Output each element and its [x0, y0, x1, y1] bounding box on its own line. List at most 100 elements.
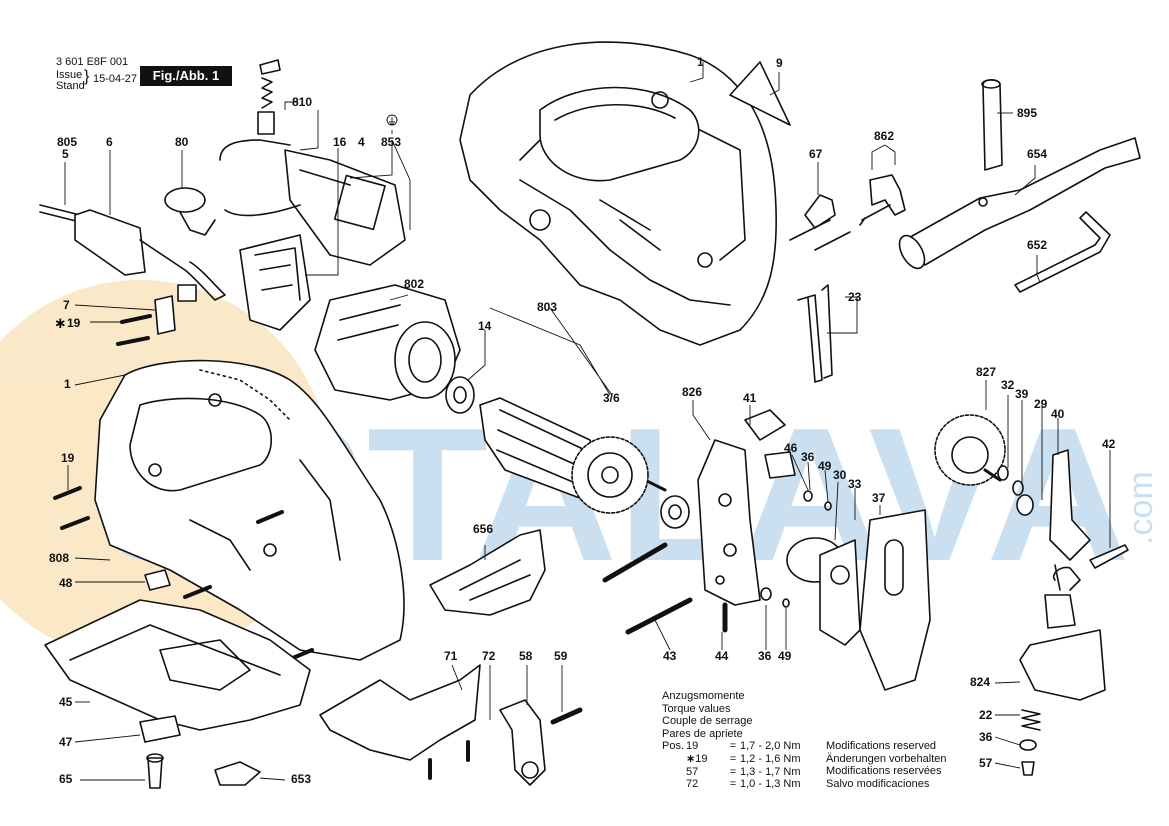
- part-label-65: 65: [59, 772, 73, 786]
- torque-pos: 19: [695, 752, 708, 765]
- allen-key: [1014, 211, 1111, 293]
- star-marker-icon: ∗: [54, 314, 67, 332]
- torque-pos-label: Pos.: [662, 740, 685, 753]
- part-label-895: 895: [1017, 106, 1037, 120]
- torque-title-es: Pares de apriete: [662, 727, 743, 740]
- lever-653: [214, 761, 261, 786]
- part-label-33: 33: [848, 477, 862, 491]
- part-label-5: 5: [62, 147, 69, 161]
- blade-guard-656: [429, 529, 546, 616]
- part-label-29: 29: [1034, 397, 1048, 411]
- part-label-6: 6: [106, 135, 113, 149]
- part-label-71: 71: [444, 649, 458, 663]
- part-label-22: 22: [979, 708, 993, 722]
- part-label-58: 58: [519, 649, 533, 663]
- figure-label: Fig./Abb. 1: [140, 66, 232, 86]
- doc-number: 3 601 E8F 001: [56, 56, 129, 68]
- part-label-14: 14: [478, 319, 492, 333]
- part-label-80: 80: [175, 135, 189, 149]
- bracket-71: [319, 664, 481, 761]
- pad-48: [144, 569, 171, 591]
- torque-value: 1,3 - 1,7 Nm: [740, 765, 801, 778]
- spring-wire: [797, 284, 833, 383]
- stand-label: Stand: [56, 80, 85, 92]
- star-marker-icon: ∗: [686, 752, 696, 765]
- washers: [997, 465, 1034, 516]
- guide-plate-37: [859, 509, 931, 691]
- watermark-suffix: .com: [1122, 471, 1160, 545]
- part-label-48: 48: [59, 576, 73, 590]
- part-label-67: 67: [809, 147, 823, 161]
- modifications-fr: Modifications reservées: [826, 765, 942, 778]
- issue-date: 15-04-27: [93, 73, 138, 85]
- torque-pos: 19: [686, 740, 699, 753]
- part-label-16: 16: [333, 135, 347, 149]
- part-label-72: 72: [482, 649, 496, 663]
- part-label-47: 47: [59, 735, 73, 749]
- part-label-810: 810: [292, 95, 312, 109]
- part-label-862: 862: [874, 129, 894, 143]
- part-label-803: 803: [537, 300, 557, 314]
- part-label-1-left: 1: [64, 377, 71, 391]
- part-label-30: 30: [833, 468, 847, 482]
- part-label-59: 59: [554, 649, 568, 663]
- part-label-853: 853: [381, 135, 401, 149]
- part-label-824: 824: [970, 675, 990, 689]
- part-label-43: 43: [663, 649, 677, 663]
- part-label-19b: 19: [61, 451, 75, 465]
- guide-bracket-46: [764, 451, 796, 479]
- part-label-46: 46: [784, 441, 798, 455]
- part-label-9: 9: [776, 56, 783, 70]
- part-label-802: 802: [404, 277, 424, 291]
- part-label-36b: 36: [758, 649, 772, 663]
- part-label-653: 653: [291, 772, 311, 786]
- part-label-826: 826: [682, 385, 702, 399]
- armature: [479, 397, 667, 501]
- part-label-40: 40: [1051, 407, 1065, 421]
- part-label-4: 4: [358, 135, 365, 149]
- modifications-note: Modifications reserved Änderungen vorbeh…: [826, 740, 946, 790]
- part-label-36c: 36: [979, 730, 993, 744]
- base-plate-45: [44, 599, 311, 731]
- screw-57: [1021, 761, 1035, 776]
- ball-bearing-14: [445, 376, 475, 414]
- torque-row: 57 = 1,3 - 1,7 Nm: [686, 765, 801, 778]
- dust-extraction-adapter: [898, 137, 1141, 270]
- small-washers: [760, 490, 832, 608]
- lifting-rod: [1049, 449, 1091, 591]
- cord-clamp: [116, 295, 176, 346]
- label-plate: [729, 61, 791, 126]
- part-label-57: 57: [979, 756, 993, 770]
- torque-title-de: Anzugsmomente: [662, 690, 745, 702]
- torque-row: ∗19 = 1,2 - 1,6 Nm: [686, 752, 801, 765]
- part-label-652: 652: [1027, 238, 1047, 252]
- torque-value: 1,0 - 1,3 Nm: [740, 778, 801, 791]
- switch-electronics: [219, 139, 406, 331]
- part-label-42: 42: [1102, 437, 1116, 451]
- brace-glyph: }: [84, 68, 90, 85]
- ground-symbol-icon: [386, 114, 398, 126]
- field-coil: [314, 284, 461, 401]
- modifications-de: Änderungen vorbehalten: [826, 752, 947, 765]
- pin-59: [550, 707, 583, 725]
- part-label-3-6: 3/6: [603, 391, 620, 405]
- part-label-827: 827: [976, 365, 996, 379]
- part-label-49b: 49: [778, 649, 792, 663]
- part-label-19a: 19: [67, 316, 81, 330]
- torque-title-en: Torque values: [662, 702, 731, 715]
- screw-65: [146, 753, 164, 789]
- eccentric-disc: [786, 537, 861, 646]
- modifications-es: Salvo modificaciones: [826, 777, 930, 790]
- part-label-45: 45: [59, 695, 73, 709]
- part-label-656: 656: [473, 522, 493, 536]
- armature-pinion: [571, 436, 649, 514]
- torque-value: 1,7 - 2,0 Nm: [740, 740, 801, 753]
- part-label-654: 654: [1027, 147, 1047, 161]
- washer-36: [1019, 739, 1037, 751]
- part-label-44: 44: [715, 649, 729, 663]
- plunger-assembly: [1044, 564, 1076, 629]
- part-label-7: 7: [63, 298, 70, 312]
- torque-row: 72 = 1,0 - 1,3 Nm: [686, 778, 801, 791]
